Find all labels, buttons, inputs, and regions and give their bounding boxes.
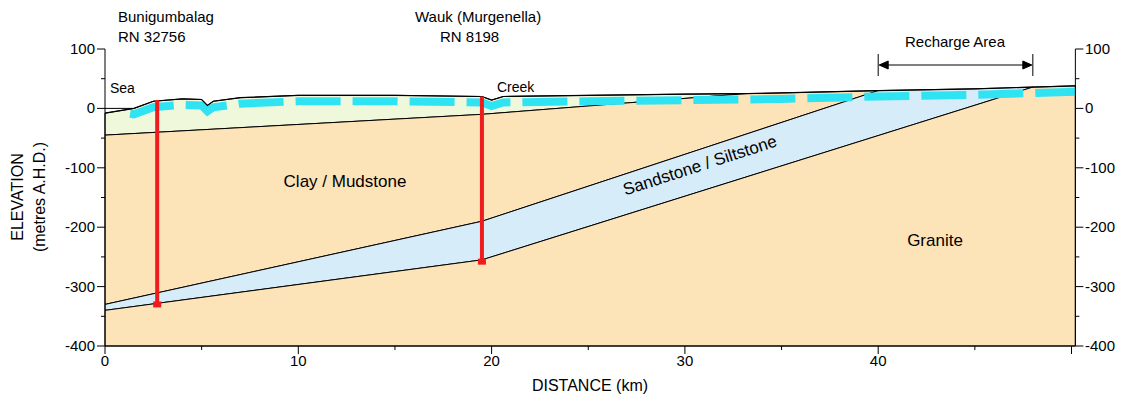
site-label: Wauk (Murgenella)	[415, 8, 541, 25]
site-label: Creek	[497, 79, 534, 95]
unit-label: Granite	[907, 231, 963, 251]
site-label: RN 8198	[440, 28, 499, 45]
tick-label: 40	[870, 352, 887, 369]
site-label: RN 32756	[118, 28, 186, 45]
tick-label: 0	[87, 100, 95, 117]
site-label: Sea	[110, 80, 135, 96]
bore-base	[478, 259, 486, 265]
ground-surface	[105, 86, 1075, 113]
tick-label: 0	[101, 352, 109, 369]
tick-label: 0	[1085, 100, 1093, 117]
tick-label: 30	[677, 352, 694, 369]
site-label: Recharge Area	[905, 33, 1005, 50]
tick-label: -400	[1085, 337, 1115, 354]
tick-label: -200	[65, 219, 95, 236]
axis-title: (metres A.H.D.)	[31, 142, 49, 252]
tick-label: -400	[65, 337, 95, 354]
unit-label: Clay / Mudstone	[284, 172, 407, 192]
axis-title: DISTANCE (km)	[532, 377, 648, 395]
bore-hole	[155, 100, 159, 304]
axis-title: ELEVATION	[9, 153, 27, 240]
site-label: Bunigumbalag	[118, 8, 214, 25]
tick-label: 100	[70, 40, 95, 57]
tick-label: 20	[483, 352, 500, 369]
tick-label: -300	[1085, 278, 1115, 295]
tick-label: -300	[65, 278, 95, 295]
bore-base	[153, 301, 161, 307]
tick-label: -200	[1085, 219, 1115, 236]
tick-label: 10	[290, 352, 307, 369]
tick-label: -100	[65, 159, 95, 176]
tick-label: 100	[1085, 40, 1110, 57]
axes	[97, 49, 1083, 354]
tick-label: -100	[1085, 159, 1115, 176]
bore-hole	[480, 97, 484, 262]
recharge-bracket	[878, 54, 1033, 76]
unit-shape	[105, 86, 1075, 346]
